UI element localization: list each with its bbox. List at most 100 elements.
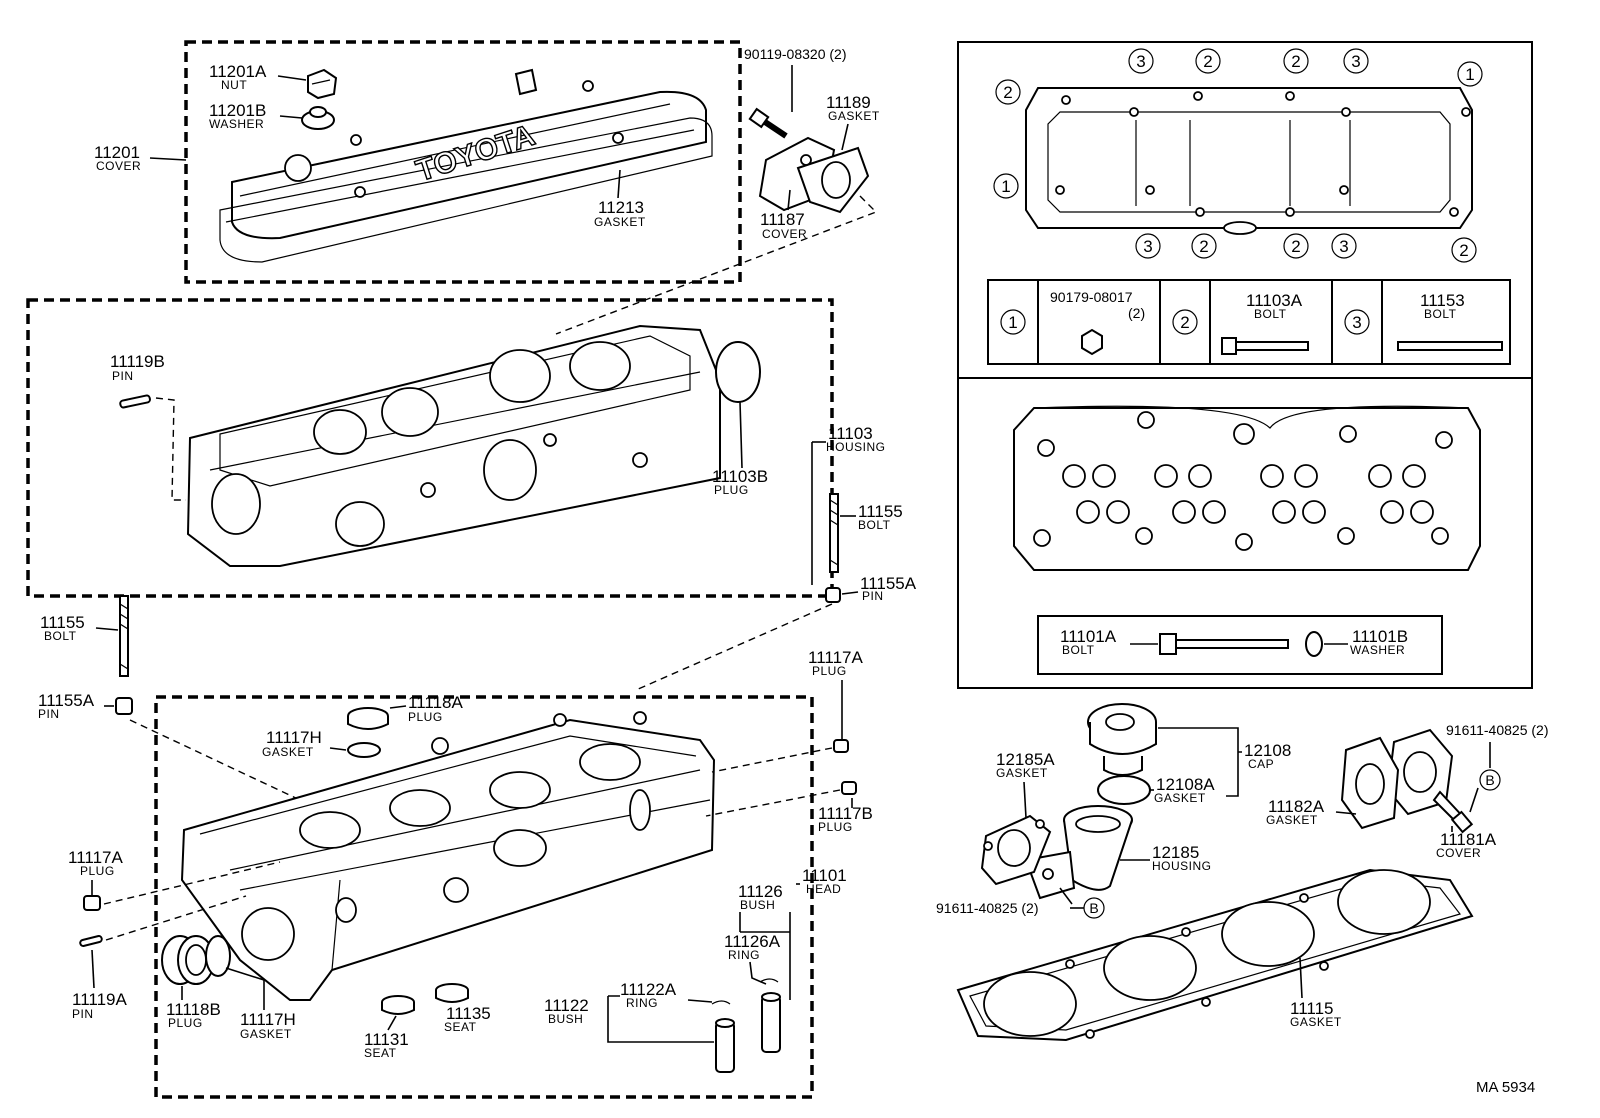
part-number-11119b: 11119B (110, 352, 165, 371)
snap-ring-icon-11122a (711, 1000, 731, 1005)
pin-icon-11119a (79, 935, 103, 947)
part-number-12108: 12108 (1244, 741, 1291, 760)
head-top-view (1013, 405, 1481, 571)
housing-top-view (1025, 87, 1473, 235)
tightening-panel (957, 41, 1533, 689)
part-name-gasket-11189: GASKET (828, 109, 880, 123)
cover-plate-icon (758, 136, 870, 214)
part-number-11189: 11189 (826, 93, 871, 112)
head-bolt-icon-left (119, 595, 129, 677)
gasket-ring-icon-top (347, 742, 381, 758)
legend-circle-1: 1 (1008, 313, 1017, 332)
part-name-seat-11135: SEAT (444, 1020, 477, 1034)
part-number-91611-40825-right: 91611-40825 (2) (1446, 722, 1548, 738)
seq-marker: 1 (1465, 65, 1474, 84)
part-name-plug-11117a-left: PLUG (80, 864, 115, 878)
part-number-11155a-right: 11155A (860, 574, 917, 593)
part-name-housing-12185: HOUSING (1152, 859, 1212, 873)
legend-name-3: BOLT (1424, 307, 1457, 321)
housing-bore (211, 473, 261, 535)
dowel-pin-icon-left (115, 697, 133, 715)
filler-housing-icon (1024, 805, 1133, 900)
valve-cover: TOYOTA (219, 68, 713, 263)
part-number-11201: 11201 (94, 143, 140, 162)
part-name-bolt-11101a: BOLT (1062, 643, 1095, 657)
part-number-11155a-left: 11155A (38, 691, 95, 710)
seq-marker: 2 (1459, 241, 1468, 260)
snap-ring-icon-11126a (759, 978, 779, 983)
filler-cap-icon (1087, 703, 1157, 776)
part-name-bush-11126: BUSH (740, 898, 775, 912)
part-name-cover-11181a: COVER (1436, 846, 1481, 860)
gasket-plate-icon-12185a (980, 814, 1052, 886)
part-number-11101b: 11101B (1352, 627, 1408, 646)
part-name-pin-11119a: PIN (72, 1007, 94, 1021)
part-number-11117b: 11117B (818, 804, 873, 823)
valve-guide-bush-icon-11122 (715, 1018, 735, 1073)
legend-circle-2: 2 (1180, 313, 1189, 332)
cover-group-box (184, 40, 742, 284)
oil-filler-hole (284, 154, 312, 182)
part-number-11126a: 11126A (724, 932, 781, 951)
plug-icon-11117b (841, 781, 857, 795)
part-number-90119-08320: 90119-08320 (2) (744, 46, 846, 62)
part-number-11201a: 11201A (209, 62, 267, 81)
part-name-pin-11119b: PIN (112, 369, 134, 383)
seq-marker: 2 (1203, 52, 1212, 71)
part-name-plug-11117a-right: PLUG (812, 664, 847, 678)
washer-icon (301, 106, 335, 130)
part-name-nut: NUT (221, 78, 247, 92)
seq-marker: 2 (1291, 237, 1300, 256)
bolt-icon-11103a (1221, 337, 1309, 355)
part-name-gasket-11115: GASKET (1290, 1015, 1342, 1029)
part-number-11117h-bottom: 11117H (240, 1010, 296, 1029)
cylinder-head-gasket (956, 868, 1474, 1042)
ref-letter-b-right: B (1485, 772, 1494, 788)
legend-circle-3: 3 (1352, 313, 1361, 332)
plug-disc-icon (715, 341, 761, 403)
head-group-box (154, 695, 814, 1099)
part-number-11103: 11103 (828, 424, 873, 443)
part-number-11131: 11131 (364, 1030, 409, 1049)
seq-marker: 2 (1199, 237, 1208, 256)
cylinder-head (180, 711, 716, 1001)
valve-guide-bush-icon-11126 (761, 992, 781, 1053)
part-name-washer-11101b: WASHER (1350, 643, 1405, 657)
legend-number-3: 11153 (1420, 291, 1465, 310)
part-number-91611-40825-left: 91611-40825 (2) (936, 900, 1038, 916)
breather-pipe (514, 68, 538, 96)
plug-icon-11117a-left (83, 895, 101, 911)
part-name-gasket-11213: GASKET (594, 215, 646, 229)
cam-housing (186, 324, 721, 567)
legend-name-2: BOLT (1254, 307, 1287, 321)
housing-group-box (26, 298, 834, 598)
part-number-11155-right: 11155 (858, 502, 903, 521)
part-name-gasket-11117h-top: GASKET (262, 745, 314, 759)
head-bolt-icon-11101a (1159, 633, 1289, 655)
part-number-11118a: 11118A (408, 693, 463, 712)
seq-marker: 3 (1143, 237, 1152, 256)
part-name-pin-11155a-left: PIN (38, 707, 60, 721)
part-name-bolt-11155-left: BOLT (44, 629, 77, 643)
part-number-11182a: 11182A (1268, 797, 1325, 816)
part-name-cover: COVER (96, 159, 141, 173)
dowel-pin-icon-right (825, 587, 841, 603)
part-number-11213: 11213 (598, 198, 644, 217)
part-name-housing: HOUSING (826, 440, 886, 454)
stud-bolt-icon-11153 (1397, 341, 1503, 351)
bolt-icon (748, 107, 788, 139)
part-name-gasket-11117h-bottom: GASKET (240, 1027, 292, 1041)
part-number-11117h-top: 11117H (266, 728, 322, 747)
part-number-12108a: 12108A (1156, 775, 1215, 794)
seq-marker: 2 (1003, 83, 1012, 102)
part-name-plug-11118a: PLUG (408, 710, 443, 724)
part-name-gasket-12108a: GASKET (1154, 791, 1206, 805)
ref-marker-b-right (1479, 769, 1501, 791)
part-number-11118b: 11118B (166, 1000, 221, 1019)
part-name-bolt-11155-right: BOLT (858, 518, 891, 532)
part-name-washer: WASHER (209, 117, 264, 131)
part-number-11181a: 11181A (1440, 830, 1497, 849)
part-number-11187: 11187 (760, 210, 805, 229)
part-name-pin-11155a-right: PIN (862, 589, 884, 603)
